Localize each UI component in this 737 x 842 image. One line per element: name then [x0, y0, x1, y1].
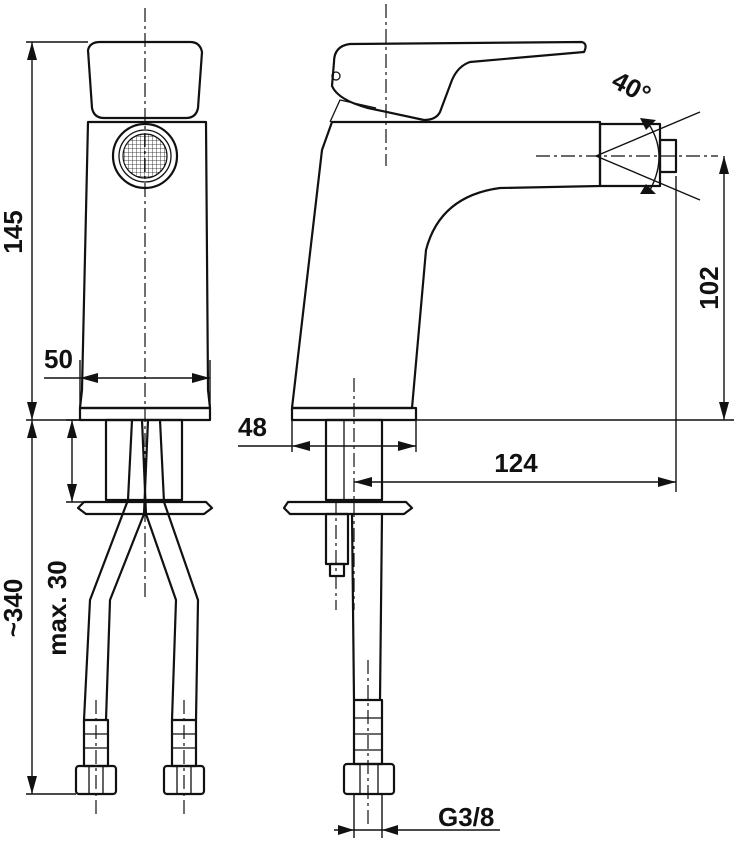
side-shank: [324, 418, 384, 502]
threaded-stud: [324, 512, 350, 566]
front-handle: [86, 40, 204, 120]
label-124: 124: [494, 448, 538, 478]
side-spout-body: [290, 120, 602, 410]
side-view: [282, 4, 718, 826]
label-145: 145: [0, 210, 28, 253]
front-fitting-left: [74, 718, 118, 796]
front-mounting-plate: [76, 500, 214, 516]
front-hose-left: [82, 418, 150, 722]
aerator-mid: [118, 129, 172, 183]
label-50: 50: [44, 344, 73, 374]
label-48: 48: [238, 412, 267, 442]
spray-nozzle-tip: [658, 138, 678, 174]
dimension-labels: 145 ~340 max. 30 50 48 124 102 40° G3/8: [0, 65, 724, 832]
side-fitting: [342, 698, 396, 796]
dimension-lines: [26, 41, 734, 838]
front-view: [74, 8, 214, 815]
side-handle: [330, 40, 587, 122]
label-g38: G3/8: [438, 802, 494, 832]
side-hose: [350, 512, 384, 702]
label-max30: max. 30: [42, 560, 72, 655]
label-340: ~340: [0, 579, 28, 638]
front-hose-right: [140, 418, 200, 722]
side-mounting-plate: [282, 500, 414, 516]
label-40deg: 40°: [607, 65, 656, 110]
side-body-shoulder: [329, 99, 377, 123]
label-102: 102: [694, 266, 724, 309]
angle-arc: [649, 125, 660, 191]
handle-pivot: [331, 71, 341, 81]
